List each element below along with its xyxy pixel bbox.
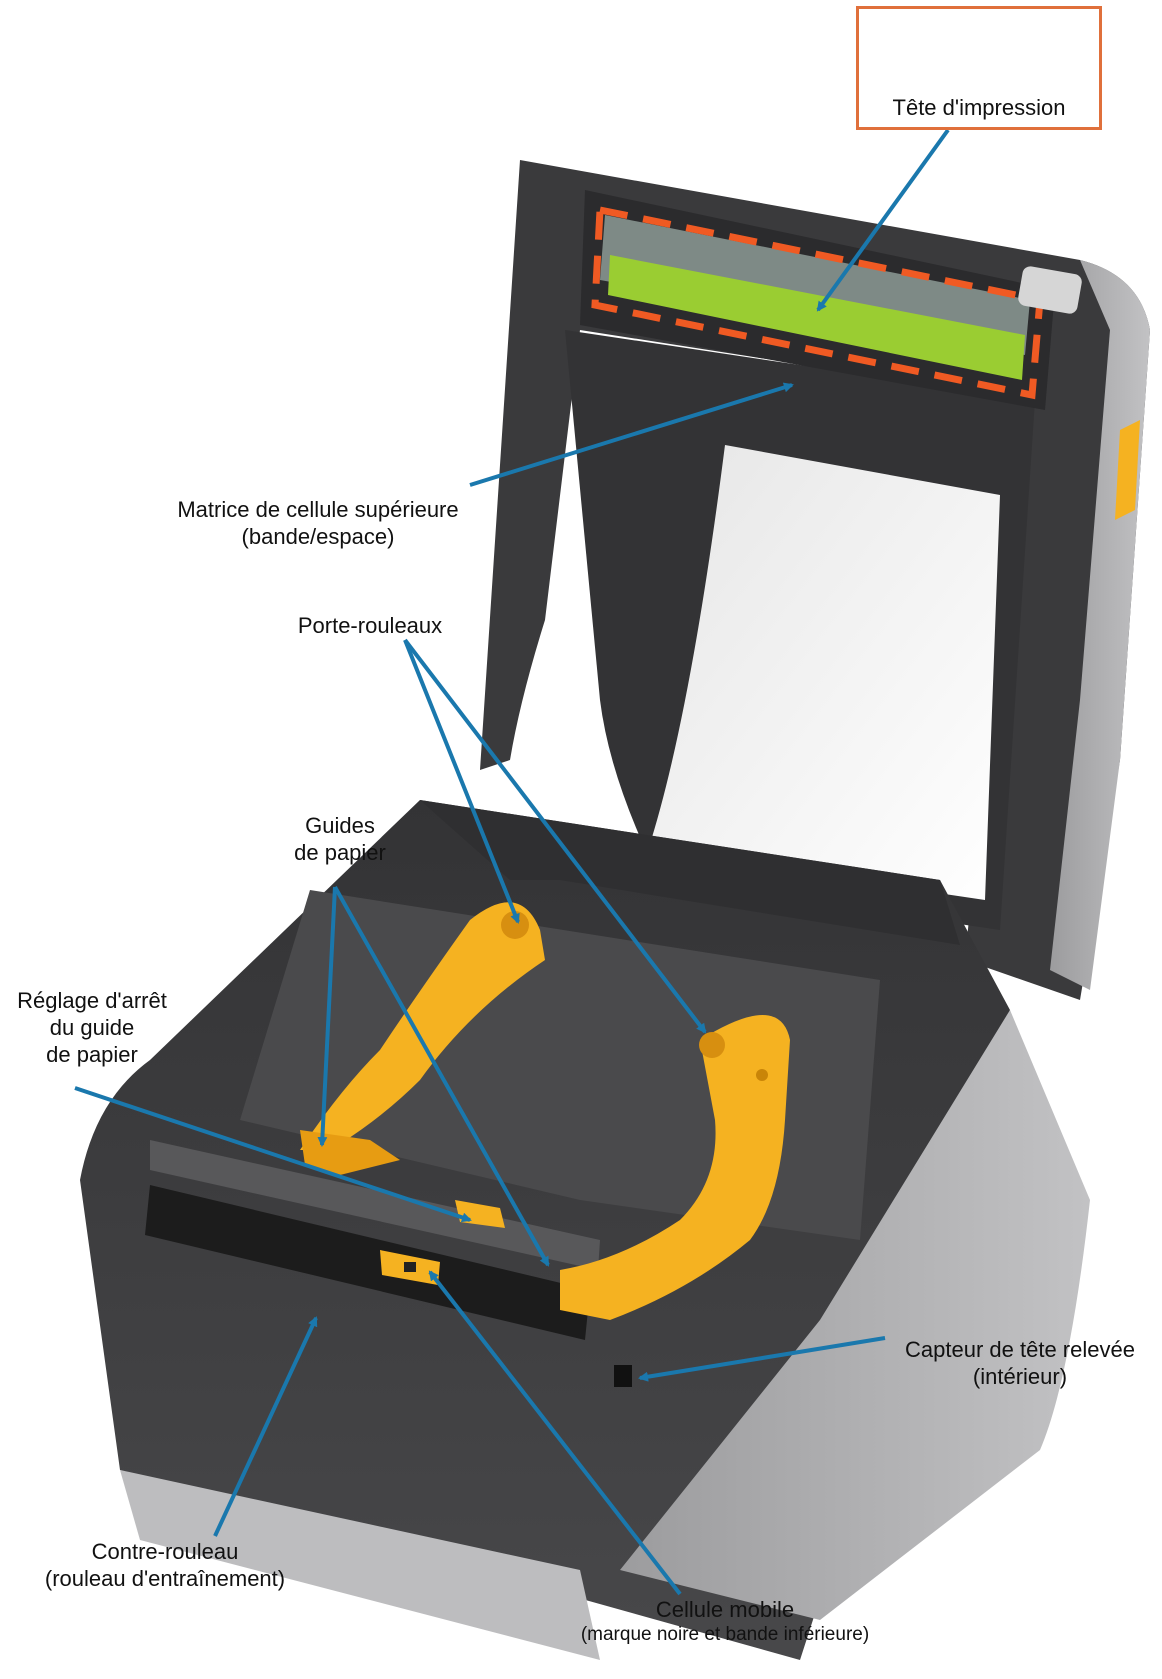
label-platen: Contre-rouleau (rouleau d'entraînement) [20, 1538, 310, 1592]
label-head-up-sensor-line2: (intérieur) [972, 1364, 1068, 1389]
label-upper-sensor: Matrice de cellule supérieure (bande/esp… [150, 496, 486, 550]
leader-movable-sensor [428, 1270, 682, 1596]
leader-platen [213, 1316, 318, 1537]
label-guide-stop-line2: du guide [49, 1015, 135, 1040]
leader-print-head [816, 128, 950, 312]
leader-paper-guide-right [333, 886, 550, 1267]
leader-lines [74, 128, 950, 1596]
label-platen-line1: Contre-rouleau [91, 1539, 239, 1564]
label-movable-sensor-line2: (marque noire et bande inférieure) [580, 1624, 870, 1645]
label-movable-sensor-line1: Cellule mobile [655, 1597, 795, 1622]
label-paper-guides-line2: de papier [294, 840, 386, 865]
leader-roll-holder-left [403, 639, 520, 924]
label-upper-sensor-line1: Matrice de cellule supérieure [177, 497, 459, 522]
leader-guide-stop [74, 1086, 472, 1223]
label-paper-guides: Guides de papier [270, 812, 410, 866]
printer-lid [480, 160, 1150, 1000]
leader-roll-holder-right [403, 638, 707, 1034]
label-guide-stop-line1: Réglage d'arrêt [17, 988, 167, 1013]
label-guide-stop-line3: de papier [46, 1042, 138, 1067]
print-head-caption: Tête d'impression [892, 95, 1066, 120]
print-head-warning-box: Tête d'impression [856, 6, 1102, 130]
label-movable-sensor: Cellule mobile (marque noire et bande in… [560, 1596, 890, 1647]
label-upper-sensor-line2: (bande/espace) [241, 524, 395, 549]
label-head-up-sensor-line1: Capteur de tête relevée [905, 1337, 1135, 1362]
printer-base [80, 800, 1090, 1660]
label-roll-holders: Porte-rouleaux [280, 612, 460, 639]
leader-upper-sensor [469, 382, 794, 487]
label-roll-holders-line1: Porte-rouleaux [297, 613, 443, 638]
leader-paper-guide-left [317, 886, 337, 1147]
label-guide-stop: Réglage d'arrêt du guide de papier [4, 987, 180, 1068]
label-paper-guides-line1: Guides [305, 813, 375, 838]
label-platen-line2: (rouleau d'entraînement) [44, 1566, 286, 1591]
leader-head-up-sensor [638, 1336, 886, 1382]
label-head-up-sensor: Capteur de tête relevée (intérieur) [885, 1336, 1155, 1390]
